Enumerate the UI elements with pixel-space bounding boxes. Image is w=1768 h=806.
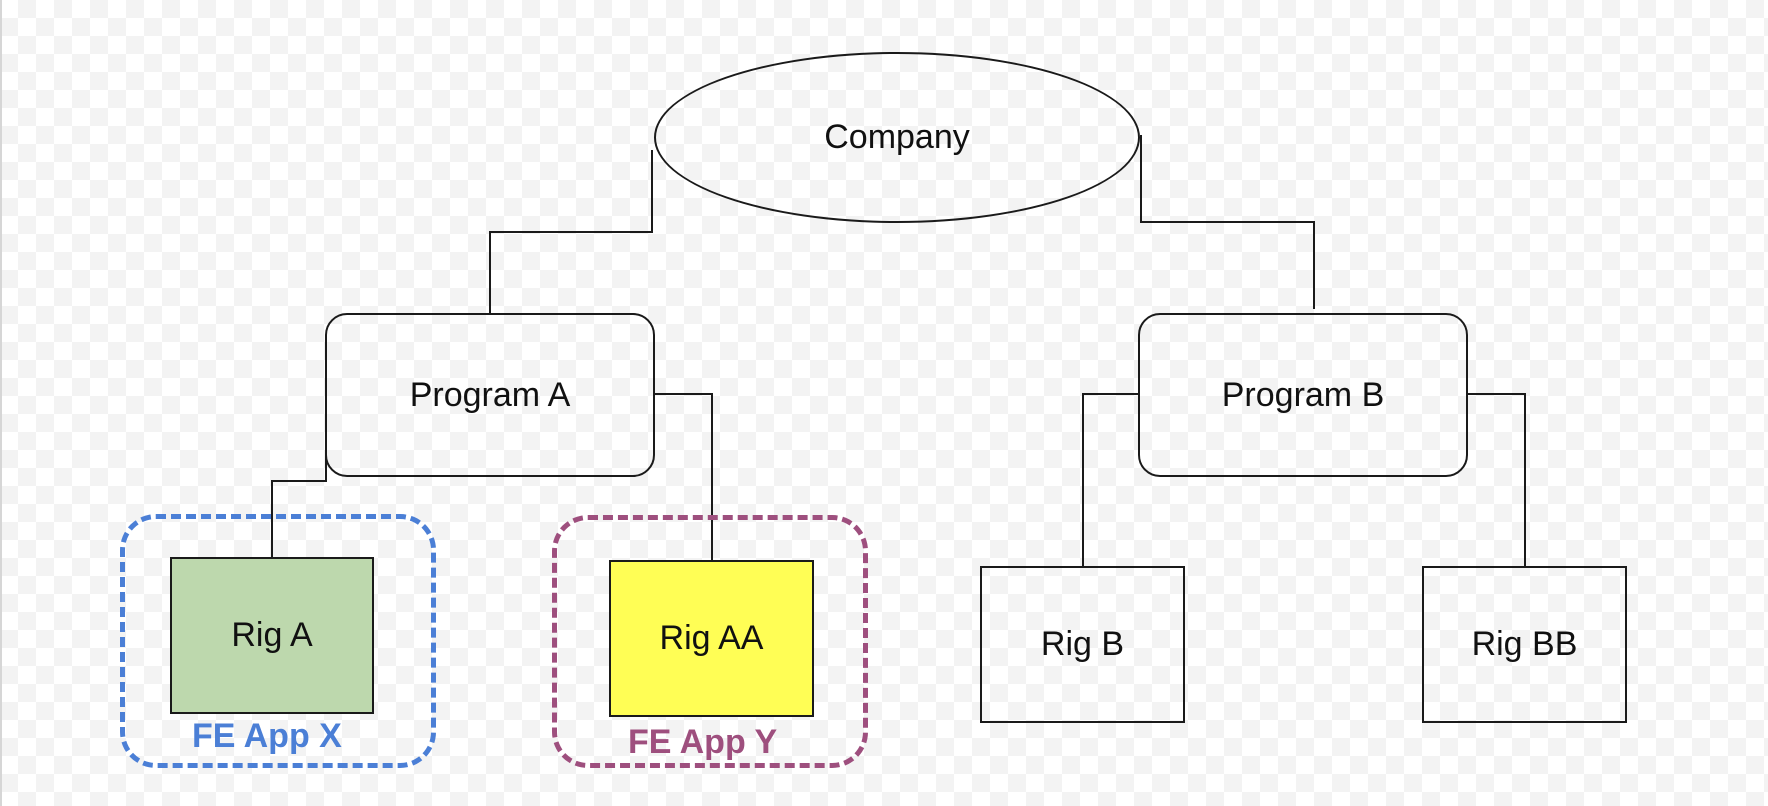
node-rig-aa: Rig AA: [609, 560, 814, 717]
group-fe-app-y-label: FE App Y: [628, 723, 778, 761]
node-company-label: Company: [824, 118, 970, 156]
node-rig-b-label: Rig B: [1040, 625, 1125, 663]
node-rig-b: Rig B: [980, 566, 1185, 723]
group-fe-app-y: [552, 515, 868, 768]
node-rig-a-label: Rig A: [231, 616, 313, 654]
group-fe-app-x-label: FE App X: [192, 717, 342, 755]
connector-company-program-b: [1140, 135, 1315, 309]
node-program-b: Program B: [1138, 313, 1468, 477]
connector-program-b-rig-b: [1082, 393, 1139, 567]
node-rig-a: Rig A: [170, 557, 374, 714]
connector-program-a-rig-aa: [655, 393, 713, 561]
node-program-b-label: Program B: [1221, 375, 1385, 414]
connector-company-program-a: [489, 150, 653, 313]
node-program-a-label: Program A: [409, 375, 571, 414]
group-fe-app-x: [120, 514, 436, 768]
canvas-left-edge: [0, 0, 2, 806]
node-program-a: Program A: [325, 313, 655, 477]
node-rig-bb: Rig BB: [1422, 566, 1627, 723]
connector-program-b-rig-bb: [1467, 393, 1526, 567]
node-rig-aa-label: Rig AA: [659, 619, 764, 657]
node-rig-bb-label: Rig BB: [1471, 625, 1578, 663]
node-company: Company: [654, 52, 1140, 223]
